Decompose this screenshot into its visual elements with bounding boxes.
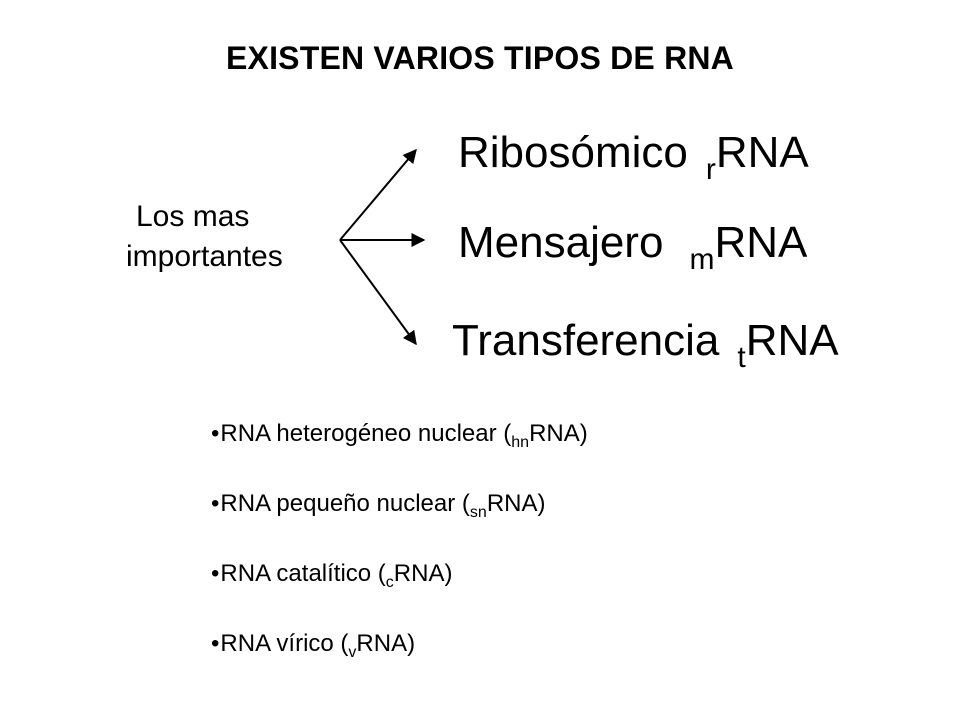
list-item-prefix: sn xyxy=(469,504,487,521)
list-item-text: RNA pequeño nuclear ( xyxy=(220,490,470,517)
list-item: •RNA pequeño nuclear (snRNA) xyxy=(211,490,588,560)
page-title: EXISTEN VARIOS TIPOS DE RNA xyxy=(226,40,734,76)
bullet: • xyxy=(211,420,220,447)
bullet: • xyxy=(211,560,220,587)
arrow-to-ribosomico xyxy=(339,148,417,241)
bullet: • xyxy=(211,490,220,517)
rna-type-prefix: m xyxy=(689,243,715,276)
rna-type-ribosomico: Ribosómico rRNA xyxy=(458,128,809,186)
list-item-suffix: RNA) xyxy=(393,560,453,587)
list-item-text: RNA heterogéneo nuclear ( xyxy=(220,420,512,447)
list-item-prefix: hn xyxy=(511,434,530,451)
label-line-2: importantes xyxy=(126,240,283,273)
rna-type-mensajero: Mensajero mRNA xyxy=(458,218,808,276)
rna-type-name: Transferencia xyxy=(452,316,720,365)
bullet: • xyxy=(211,630,220,657)
list-item: •RNA vírico (vRNA) xyxy=(211,630,588,700)
list-item-text: RNA vírico ( xyxy=(220,630,349,657)
rna-type-prefix: t xyxy=(737,341,746,374)
list-item: •RNA catalítico (cRNA) xyxy=(211,560,588,630)
list-item-suffix: RNA) xyxy=(486,490,546,517)
list-item-suffix: RNA) xyxy=(529,420,588,447)
other-rna-list: •RNA heterogéneo nuclear (hnRNA) •RNA pe… xyxy=(211,420,588,700)
rna-type-prefix: r xyxy=(705,153,716,186)
arrow-to-transferencia xyxy=(339,239,417,346)
list-item: •RNA heterogéneo nuclear (hnRNA) xyxy=(211,420,588,490)
list-item-text: RNA catalítico ( xyxy=(220,560,386,587)
rna-type-suffix: RNA xyxy=(745,316,839,365)
rna-type-name: Mensajero xyxy=(458,218,664,267)
list-item-prefix: c xyxy=(385,574,394,591)
rna-type-transferencia: Transferencia tRNA xyxy=(452,316,839,374)
list-item-suffix: RNA) xyxy=(356,630,416,657)
rna-type-name: Ribosómico xyxy=(458,128,688,177)
list-item-prefix: v xyxy=(348,644,357,661)
label-line-1: Los mas xyxy=(136,200,250,233)
rna-type-suffix: RNA xyxy=(714,218,808,267)
rna-type-suffix: RNA xyxy=(715,128,809,177)
